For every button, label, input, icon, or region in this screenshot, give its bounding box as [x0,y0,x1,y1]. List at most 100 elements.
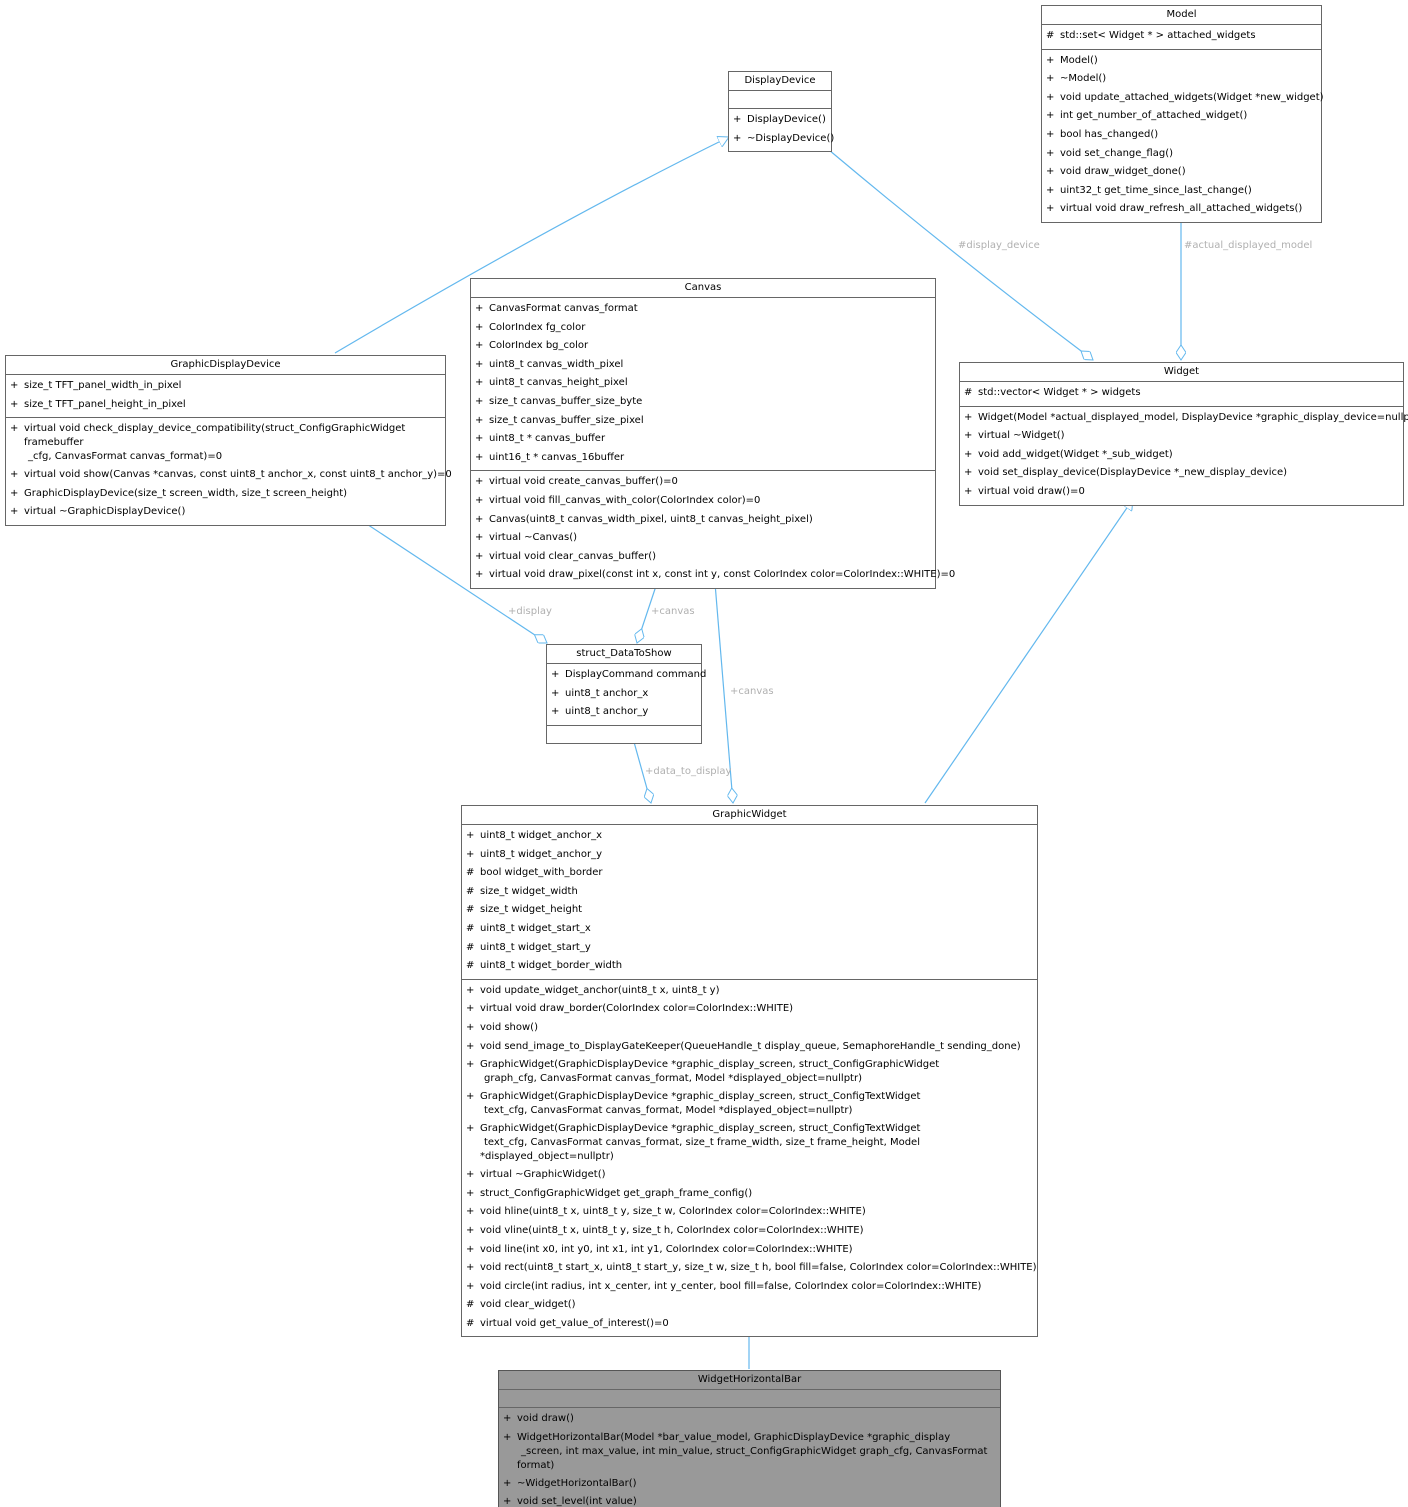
member-text: virtual void fill_canvas_with_color(Colo… [489,494,761,506]
class-name: Canvas [684,282,722,293]
visibility-marker: + [475,395,484,407]
method-row: + void set_display_device(DisplayDevice *… [960,464,1403,483]
edge-label-display-device: #display_device [958,240,1040,251]
visibility-marker: # [466,960,475,972]
edge-label-actual-displayed-model: #actual_displayed_model [1184,240,1313,251]
class-struct-data-to-show[interactable]: struct_DataToShow +DisplayCommand command… [546,644,706,744]
visibility-marker: + [733,132,742,144]
method-row: +void send_image_to_DisplayGateKeeper(Qu… [462,1038,1037,1057]
member-text: size_t widget_width [480,885,578,897]
method-row: +virtual ~GraphicWidget() [462,1166,1037,1185]
attribute-row: +size_t TFT_panel_height_in_pixel [6,396,445,415]
class-display-device[interactable]: DisplayDevice+DisplayDevice()+~DisplayDe… [728,71,834,153]
visibility-marker: + [475,321,484,333]
class-graphic-display-device[interactable]: GraphicDisplayDevice+size_t TFT_panel_wi… [5,355,452,526]
method-row: +int get_number_of_attached_widget() [1042,107,1321,126]
member-text: size_t widget_height [480,904,583,916]
class-model[interactable]: Model#std::set< Widget * > attached_widg… [1041,5,1324,223]
method-row: +Model() [1042,52,1321,71]
member-text: void set_change_flag() [1060,147,1174,159]
visibility-marker: + [1046,184,1055,196]
visibility-marker: + [10,506,19,518]
attributes-section [499,1389,1000,1407]
attributes-section: +DisplayCommand command+uint8_t anchor_x… [547,663,706,725]
member-text: bool has_changed() [1060,128,1159,140]
method-row: +void update_attached_widgets(Widget *ne… [1042,89,1324,108]
method-row: +virtual ~GraphicDisplayDevice() [6,503,445,522]
visibility-marker: + [475,476,484,488]
visibility-marker: + [1046,128,1055,140]
visibility-marker: + [964,411,973,423]
visibility-marker: + [466,1187,475,1199]
member-text: uint8_t widget_anchor_y [480,848,603,860]
method-row: +~WidgetHorizontalBar() [499,1475,1000,1494]
class-widget[interactable]: Widget#std::vector< Widget * > widgets+W… [959,362,1408,506]
member-text: virtual void draw_refresh_all_attached_w… [1060,203,1303,215]
visibility-marker: + [964,448,973,460]
member-text: CanvasFormat canvas_format [489,303,638,314]
methods-section: +void update_widget_anchor(uint8_t x, ui… [462,978,1037,1337]
visibility-marker: + [475,451,484,463]
visibility-marker: + [475,513,484,525]
attributes-section: +size_t TFT_panel_width_in_pixel+size_t … [6,374,445,417]
member-text: bool widget_with_border [480,867,603,879]
edge-graphicdisplaydevice-to-displaydevice [334,137,729,354]
member-text: virtual ~Canvas() [489,532,578,544]
attributes-section: +CanvasFormat canvas_format+ColorIndex f… [471,297,935,470]
visibility-marker: + [551,706,560,718]
method-row: +Widget(Model *actual_displayed_model, D… [960,409,1408,428]
member-text: void hline(uint8_t x, uint8_t y, size_t … [480,1206,866,1218]
member-text: ~Model() [1060,73,1107,85]
member-text: void show() [480,1021,538,1033]
visibility-marker: + [964,430,973,442]
class-canvas[interactable]: Canvas+CanvasFormat canvas_format+ColorI… [470,278,955,589]
attribute-row: #uint8_t widget_start_y [462,939,1037,958]
method-row: +void draw_widget_done() [1042,163,1321,182]
visibility-marker: + [964,485,973,497]
member-text: uint32_t get_time_since_last_change() [1060,184,1252,196]
method-row: +virtual void clear_canvas_buffer() [471,548,935,567]
attribute-row: #bool widget_with_border [462,864,1037,883]
member-text: virtual void draw_border(ColorIndex colo… [480,1003,794,1015]
class-widget-horizontal-bar[interactable]: WidgetHorizontalBar+void draw()+WidgetHo… [498,1370,1001,1507]
visibility-marker: + [475,358,484,370]
visibility-marker: + [10,380,19,391]
method-row: +virtual void draw()=0 [960,483,1403,502]
class-name: struct_DataToShow [576,648,672,659]
member-text: uint8_t canvas_width_pixel [489,358,624,370]
methods-section: +Model()+~Model()+void update_attached_w… [1042,48,1324,222]
method-row: #void clear_widget() [462,1296,1037,1315]
attribute-row: #size_t widget_width [462,883,1037,902]
member-text: void rect(uint8_t start_x, uint8_t start… [480,1262,1037,1274]
member-text: uint8_t widget_start_x [480,922,591,934]
visibility-marker: + [551,669,560,680]
method-row: +void line(int x0, int y0, int x1, int y… [462,1241,1037,1260]
visibility-marker: + [466,1224,475,1236]
member-text: uint16_t * canvas_16buffer [489,451,625,463]
attribute-row: +uint8_t widget_anchor_x [462,827,1037,846]
visibility-marker: + [503,1496,512,1507]
visibility-marker: + [1046,166,1055,178]
visibility-marker: + [503,1431,512,1443]
member-text: uint8_t widget_border_width [480,960,623,972]
attribute-row: #uint8_t widget_start_x [462,920,1037,939]
visibility-marker: + [466,1169,475,1181]
class-graphic-widget[interactable]: GraphicWidget+uint8_t widget_anchor_x+ui… [461,805,1038,1338]
method-row: + uint32_t get_time_since_last_change() [1042,182,1321,201]
attributes-section: #std::vector< Widget * > widgets [960,381,1403,406]
attribute-row: +size_t canvas_buffer_size_pixel [471,412,935,431]
member-text: size_t TFT_panel_height_in_pixel [24,398,186,410]
member-text: void draw() [517,1413,574,1424]
visibility-marker: + [964,467,973,479]
method-row: +void set_level(int value) [499,1493,1000,1507]
visibility-marker: + [466,1040,475,1052]
member-text: void update_attached_widgets(Widget *new… [1060,91,1324,103]
method-row: +WidgetHorizontalBar(Model *bar_value_mo… [499,1429,1000,1475]
member-text: void set_display_device(DisplayDevice *_… [978,467,1288,479]
attribute-row: +uint8_t * canvas_buffer [471,430,935,449]
attribute-row: #std::vector< Widget * > widgets [960,384,1403,403]
member-text: size_t canvas_buffer_size_byte [489,395,643,407]
visibility-marker: + [466,1262,475,1274]
edge-graphicwidget-to-widget [924,499,1133,804]
